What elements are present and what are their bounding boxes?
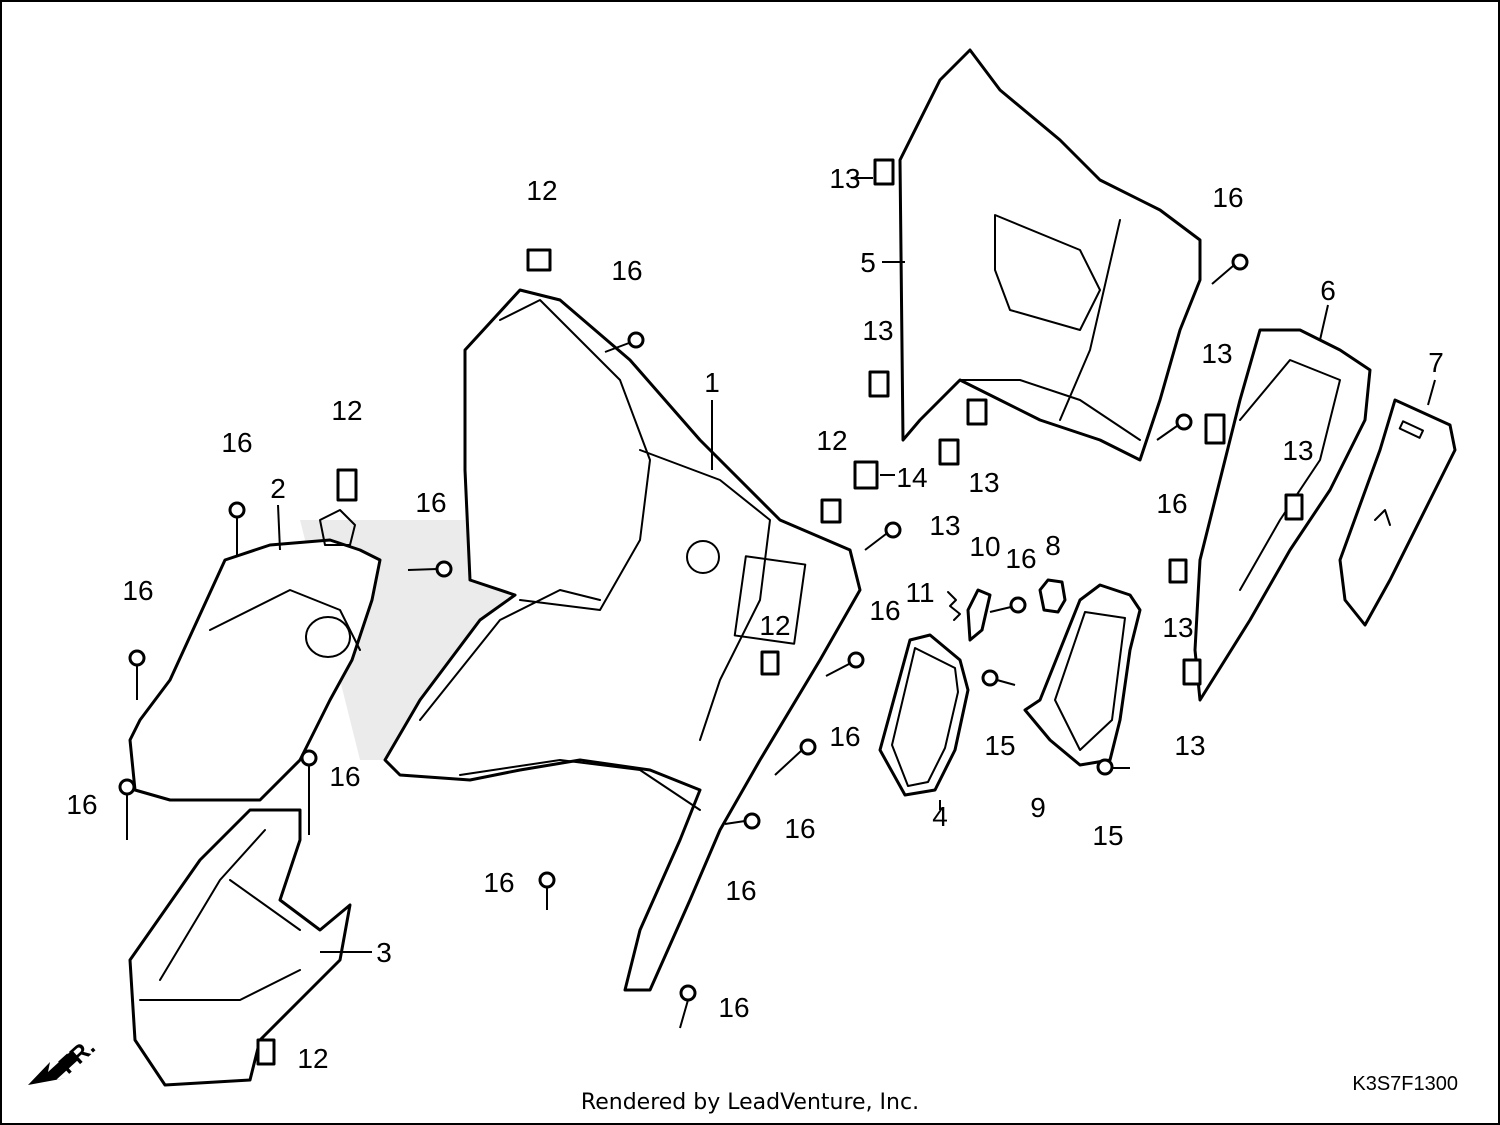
screw-icon (1211, 253, 1249, 285)
screw-icon (679, 984, 697, 1029)
footer-text: Rendered by LeadVenture, Inc. (580, 1090, 920, 1115)
screw-icon (128, 649, 146, 700)
callout-16: 16 (1212, 182, 1243, 213)
callout-13: 13 (929, 510, 960, 541)
clip-icon (256, 1038, 276, 1066)
callout-1: 1 (704, 367, 720, 398)
callout-16: 16 (221, 427, 252, 458)
callout-13: 13 (1201, 338, 1232, 369)
screw-icon (989, 596, 1027, 614)
clips-group (256, 158, 1304, 1066)
clip-icon (820, 498, 842, 524)
diagram-code: K3S7F1300 (1352, 1073, 1458, 1095)
callout-16: 16 (122, 575, 153, 606)
callout-4: 4 (932, 801, 948, 832)
callout-12: 12 (297, 1043, 328, 1074)
screw-icon (981, 669, 1016, 687)
callout-labels: 1234567891011121212121213131313131313131… (66, 163, 1443, 1074)
callout-16: 16 (784, 813, 815, 844)
part-8-latch (1038, 578, 1067, 614)
callout-13: 13 (1174, 730, 1205, 761)
callout-13: 13 (1282, 435, 1313, 466)
part-11-spring (947, 591, 961, 621)
callout-15: 15 (984, 730, 1015, 761)
callout-16: 16 (1156, 488, 1187, 519)
clip-icon (760, 650, 780, 676)
screw-icon (864, 521, 902, 551)
callout-13: 13 (829, 163, 860, 194)
part-6-side-panel (1193, 328, 1372, 702)
fasteners-group (118, 253, 1249, 1029)
screw-icon (1096, 758, 1130, 776)
screw-icon (300, 749, 318, 835)
callout-16: 16 (611, 255, 642, 286)
clip-icon (1182, 658, 1202, 686)
callout-12: 12 (759, 610, 790, 641)
callout-11: 11 (905, 577, 934, 608)
callout-3: 3 (376, 937, 392, 968)
callout-14: 14 (896, 462, 927, 493)
screw-icon (724, 812, 761, 830)
callout-16: 16 (869, 595, 900, 626)
callout-12: 12 (331, 395, 362, 426)
screw-icon (407, 560, 453, 578)
part-1-inner-cover (383, 288, 862, 992)
clip-icon (966, 398, 988, 426)
callout-15: 15 (1092, 820, 1123, 851)
screw-icon (228, 501, 246, 555)
part-2-pocket-cover (128, 509, 382, 802)
callout-10: 10 (969, 531, 1000, 562)
screw-icon (825, 651, 865, 677)
part-5-upper-panel (898, 48, 1202, 462)
screw-icon (1156, 413, 1193, 441)
callout-12: 12 (526, 175, 557, 206)
callout-16: 16 (483, 867, 514, 898)
screw-icon (774, 738, 817, 776)
callout-16: 16 (66, 789, 97, 820)
callout-16: 16 (329, 761, 360, 792)
callout-13: 13 (1162, 612, 1193, 643)
part-3-lower-pocket (128, 808, 352, 1087)
front-direction-arrow-icon: FR. (28, 1034, 101, 1085)
clip-icon (336, 468, 358, 502)
callout-16: 16 (725, 875, 756, 906)
part-9-lid-frame (1023, 583, 1142, 767)
callout-7: 7 (1428, 347, 1444, 378)
callout-13: 13 (968, 467, 999, 498)
clip-icon (1284, 493, 1304, 521)
part-7-lid (1338, 398, 1457, 627)
grommet-icon (853, 460, 879, 490)
callout-8: 8 (1045, 530, 1061, 561)
callout-13: 13 (862, 315, 893, 346)
callout-16: 16 (1005, 543, 1036, 574)
callout-2: 2 (270, 473, 286, 504)
callout-16: 16 (415, 487, 446, 518)
screw-icon (604, 331, 645, 353)
callout-leaders (277, 177, 1436, 953)
clip-icon (1168, 558, 1188, 584)
screw-icon (118, 778, 136, 840)
callout-9: 9 (1030, 792, 1046, 823)
screw-icon (538, 871, 556, 910)
clip-icon (526, 248, 552, 272)
part-10-hinge (966, 588, 992, 642)
callout-5: 5 (860, 247, 876, 278)
callout-16: 16 (718, 992, 749, 1023)
clip-icon (868, 370, 890, 398)
clip-icon (1204, 413, 1226, 445)
part-4-gasket (878, 633, 970, 797)
clip-icon (938, 438, 960, 466)
callout-16: 16 (829, 721, 860, 752)
callout-6: 6 (1320, 275, 1336, 306)
callout-12: 12 (816, 425, 847, 456)
clip-icon (873, 158, 895, 186)
